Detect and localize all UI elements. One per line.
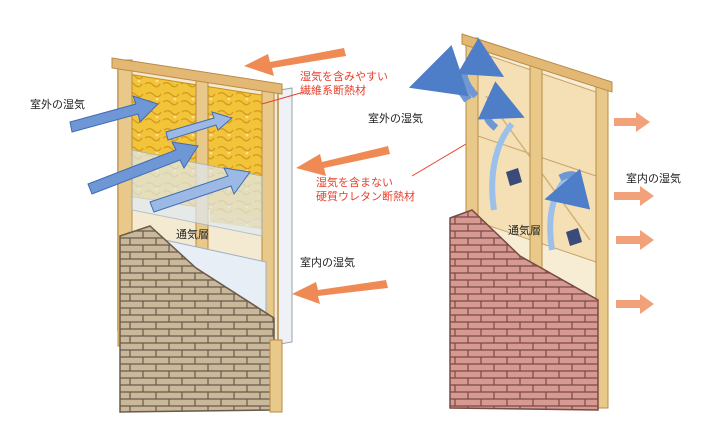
label-urethane-insulation-line2: 硬質ウレタン断熱材 <box>316 190 415 203</box>
right-tape-1 <box>506 168 522 186</box>
label-ventilation-layer-right: 通気層 <box>508 224 541 237</box>
left-outdoor-arrow-1 <box>69 95 159 133</box>
left-top-plate <box>111 57 283 95</box>
right-brick-facade <box>449 209 599 411</box>
left-inner-arrow <box>165 111 234 141</box>
right-wall <box>408 33 613 411</box>
mid-indoor-arrow <box>296 146 390 176</box>
right-tape-2 <box>566 228 582 246</box>
label-fibrous-insulation-line1: 湿気を含みやすい <box>300 70 388 83</box>
left-indoor-arrow <box>292 280 388 304</box>
left-brick-facade <box>119 225 275 413</box>
left-outdoor-arrow-2 <box>87 141 199 195</box>
label-ventilation-layer-left: 通気層 <box>176 228 209 241</box>
right-indoor-arrow-2 <box>614 186 654 206</box>
right-indoor-arrow-1 <box>614 112 650 132</box>
left-wall <box>69 57 293 413</box>
right-outdoor-arrow-2 <box>477 81 525 131</box>
right-vent-arrow-1 <box>489 122 515 211</box>
left-outdoor-arrow-3 <box>149 167 251 213</box>
label-urethane-insulation-line1: 湿気を含まない <box>316 176 393 189</box>
label-indoor-moisture-right: 室内の湿気 <box>626 172 681 185</box>
label-indoor-moisture-left: 室内の湿気 <box>300 256 355 269</box>
top-indoor-arrow <box>244 48 346 76</box>
right-indoor-arrow-3 <box>616 230 654 250</box>
label-outdoor-moisture-left: 室外の湿気 <box>30 98 85 111</box>
left-bottom-post <box>269 339 283 413</box>
label-fibrous-insulation-line2: 繊維系断熱材 <box>300 84 366 97</box>
right-top-curve-arrow <box>408 45 472 103</box>
pointer-line-fibrous <box>261 91 305 105</box>
right-outdoor-arrow-3 <box>544 168 591 210</box>
right-indoor-arrow-4 <box>616 294 654 314</box>
label-outdoor-moisture-right: 室外の湿気 <box>368 112 423 125</box>
